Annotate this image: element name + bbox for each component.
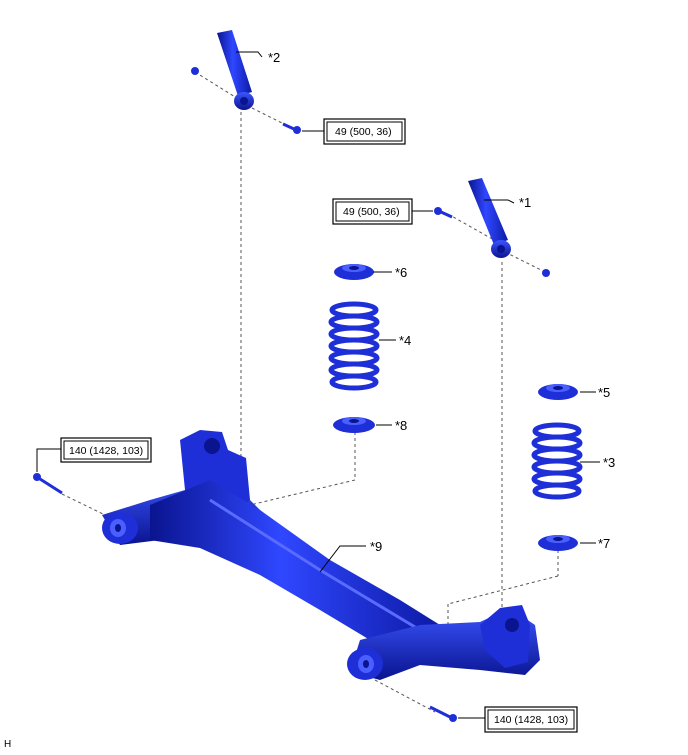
axle-bolt-right (429, 705, 457, 722)
shock-bolt-upper-right (434, 207, 453, 219)
lower-spring-seat-8 (333, 417, 375, 433)
coil-spring-4 (328, 301, 380, 391)
assembly-guide-lines (61, 71, 559, 713)
callout-1: *1 (519, 195, 531, 210)
torque-label-bottom-bolt: 140 (1428, 103) (494, 714, 568, 726)
shock-nut-left (191, 67, 199, 75)
shock-absorber-2 (217, 30, 254, 110)
callout-8: *8 (395, 418, 407, 433)
callout-5: *5 (598, 385, 610, 400)
callout-4: *4 (399, 333, 411, 348)
coil-spring-3 (531, 422, 583, 500)
torque-box-upper-right: 49 (500, 36) (332, 198, 413, 225)
torque-label-upper-right: 49 (500, 36) (343, 206, 400, 218)
shock-nut-right (542, 269, 550, 277)
torque-label-upper-left: 49 (500, 36) (335, 126, 392, 138)
rear-axle-beam-9 (102, 430, 540, 680)
lower-spring-seat-7 (538, 535, 578, 551)
shock-bolt-upper-left (282, 122, 301, 134)
torque-box-upper-left: 49 (500, 36) (323, 118, 406, 145)
callout-7: *7 (598, 536, 610, 551)
torque-label-left-bolt: 140 (1428, 103) (69, 445, 143, 457)
torque-box-left-bolt: 140 (1428, 103) (60, 437, 152, 463)
upper-spring-seat-6 (334, 264, 374, 280)
callout-9: *9 (370, 539, 382, 554)
callouts: *2 *1 *6 *4 *8 *5 *3 *7 *9 (268, 50, 615, 554)
axle-bolt-left (33, 473, 63, 495)
figure-id: H (4, 739, 12, 750)
upper-spring-seat-5 (538, 384, 578, 400)
callout-3: *3 (603, 455, 615, 470)
shock-absorber-1 (468, 178, 511, 258)
leader-lines (36, 51, 600, 719)
callout-2: *2 (268, 50, 280, 65)
torque-box-bottom-bolt: 140 (1428, 103) (484, 706, 578, 733)
callout-6: *6 (395, 265, 407, 280)
